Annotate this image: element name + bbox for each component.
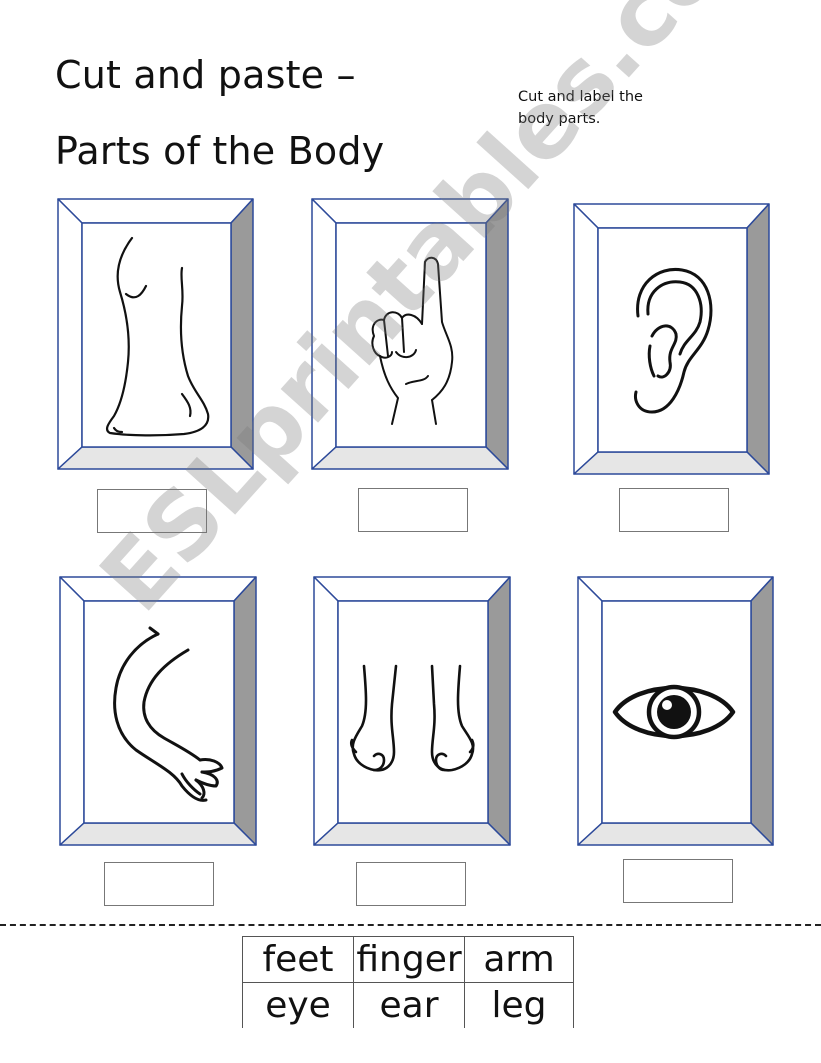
instructions: Cut and label the body parts. <box>518 86 668 130</box>
frame-bevel-right <box>487 576 511 846</box>
arm-icon <box>113 626 224 802</box>
frame-bevel-bottom <box>311 446 509 470</box>
label-box-feet[interactable] <box>356 862 466 906</box>
leg-icon <box>105 236 210 437</box>
frame-bevel <box>573 203 770 475</box>
frame-bevel-top <box>311 198 509 224</box>
frame-bevel-left <box>573 203 599 475</box>
picture-frame-finger <box>311 198 509 470</box>
frame-bevel <box>311 198 509 470</box>
label-box-leg[interactable] <box>97 489 207 533</box>
word-bank-row: eye ear leg <box>242 982 574 1028</box>
word-card[interactable]: finger <box>353 936 465 983</box>
frame-bevel <box>313 576 511 846</box>
picture-frame-eye <box>577 576 774 846</box>
frame-bevel-top <box>577 576 774 602</box>
instructions-line-1: Cut and label the <box>518 89 643 105</box>
frame-bevel-left <box>57 198 83 470</box>
frame-bevel-top <box>59 576 257 602</box>
frame-bevel-top <box>313 576 511 602</box>
frame-inner <box>335 222 487 448</box>
frame-bevel-left <box>313 576 339 846</box>
picture-frame-feet <box>313 576 511 846</box>
page-title-line-2: Parts of the Body <box>55 129 385 173</box>
frame-bevel-left <box>577 576 603 846</box>
word-card[interactable]: ear <box>353 982 465 1028</box>
finger-icon <box>371 256 454 425</box>
word-card[interactable]: leg <box>464 982 574 1028</box>
frame-bevel-right <box>485 198 509 470</box>
frame-bevel-bottom <box>313 822 511 846</box>
frame-bevel-right <box>746 203 770 475</box>
frame-inner <box>597 227 748 453</box>
word-bank: feet finger arm eye ear leg <box>242 936 574 1028</box>
frame-bevel-right <box>230 198 254 470</box>
label-box-ear[interactable] <box>619 488 729 532</box>
picture-frame-ear <box>573 203 770 475</box>
frame-bevel <box>577 576 774 846</box>
label-box-arm[interactable] <box>104 862 214 906</box>
word-card[interactable]: eye <box>242 982 354 1028</box>
ear-icon <box>634 267 713 414</box>
word-card[interactable]: arm <box>464 936 574 983</box>
label-box-eye[interactable] <box>623 859 733 903</box>
cut-line <box>0 924 821 926</box>
word-card[interactable]: feet <box>242 936 354 983</box>
frame-bevel-right <box>233 576 257 846</box>
frame-bevel-top <box>57 198 254 224</box>
frame-bevel-bottom <box>573 451 770 475</box>
frame-bevel-left <box>311 198 337 470</box>
frame-bevel-top <box>573 203 770 229</box>
eye-icon <box>612 684 736 740</box>
feet-icon <box>349 664 475 772</box>
frame-inner <box>337 600 489 824</box>
word-bank-row: feet finger arm <box>242 936 574 983</box>
frame-bevel-right <box>750 576 774 846</box>
frame-bevel-bottom <box>59 822 257 846</box>
frame-bevel-left <box>59 576 85 846</box>
frame-bevel-bottom <box>57 446 254 470</box>
page-title-line-1: Cut and paste – <box>55 53 356 97</box>
frame-bevel-bottom <box>577 822 774 846</box>
instructions-line-2: body parts. <box>518 111 601 127</box>
label-box-finger[interactable] <box>358 488 468 532</box>
